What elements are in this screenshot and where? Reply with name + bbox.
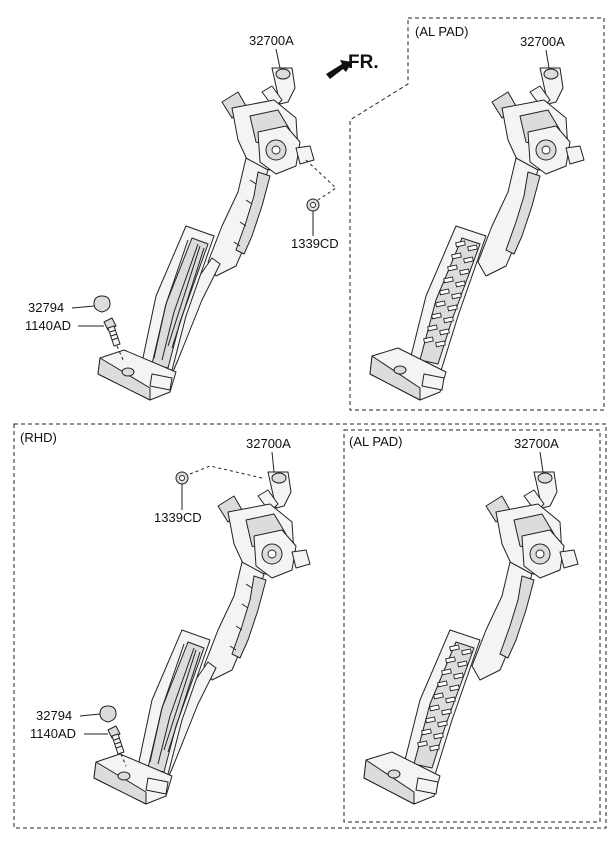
lhd-pad-ribs [167,245,205,349]
rhd-stopper-label: 32794 [36,708,72,723]
rhd-assembly-leader [271,451,275,473]
al-pad-bottom-assembly-leader [539,451,544,473]
al-pad-top-assembly-leader [545,49,550,69]
lhd-nut-dash-line [305,159,337,201]
lhd-assembly-leader [275,48,281,69]
rhd-section-label: (RHD) [20,430,57,445]
lhd-nut-label: 1339CD [291,236,339,251]
al-pad-top-section-label: (AL PAD) [415,24,468,39]
al-pad-bottom-pedal-assembly [363,471,579,805]
front-direction-arrow-icon [326,60,352,79]
lhd-bolt-label: 1140AD [25,318,71,333]
al-pad-panel-bottom-frame [343,429,601,823]
rhd-pedal-assembly [93,471,311,805]
front-direction-label: FR. [348,52,379,73]
al-pad-top-assembly-label: 32700A [520,34,565,49]
al-pad-bottom-assembly-label: 32700A [514,436,559,451]
lhd-stopper-leader [71,305,95,309]
rhd-panel-frame [13,423,607,829]
lhd-pedal-assembly [97,67,315,401]
rhd-nut-dash-line [189,465,263,479]
rhd-nut-icon [175,471,189,485]
lhd-bolt-dash-line [116,345,125,363]
lhd-stopper-icon [93,295,111,313]
rhd-stopper-icon [99,705,117,723]
lhd-nut-icon [306,198,320,212]
rhd-stopper-leader [79,713,101,717]
rhd-bolt-label: 1140AD [30,726,76,741]
rhd-bolt-dash-line [120,753,127,767]
al-pad-panel-top-frame [349,17,605,411]
al-pad-top-pedal-assembly [369,67,585,401]
rhd-nut-label: 1339CD [154,510,202,525]
al-pad-bottom-section-label: (AL PAD) [349,434,402,449]
rhd-assembly-label: 32700A [246,436,291,451]
rhd-bolt-icon [107,725,125,755]
lhd-stopper-label: 32794 [28,300,64,315]
lhd-bolt-icon [103,317,121,347]
lhd-assembly-label: 32700A [249,33,294,48]
